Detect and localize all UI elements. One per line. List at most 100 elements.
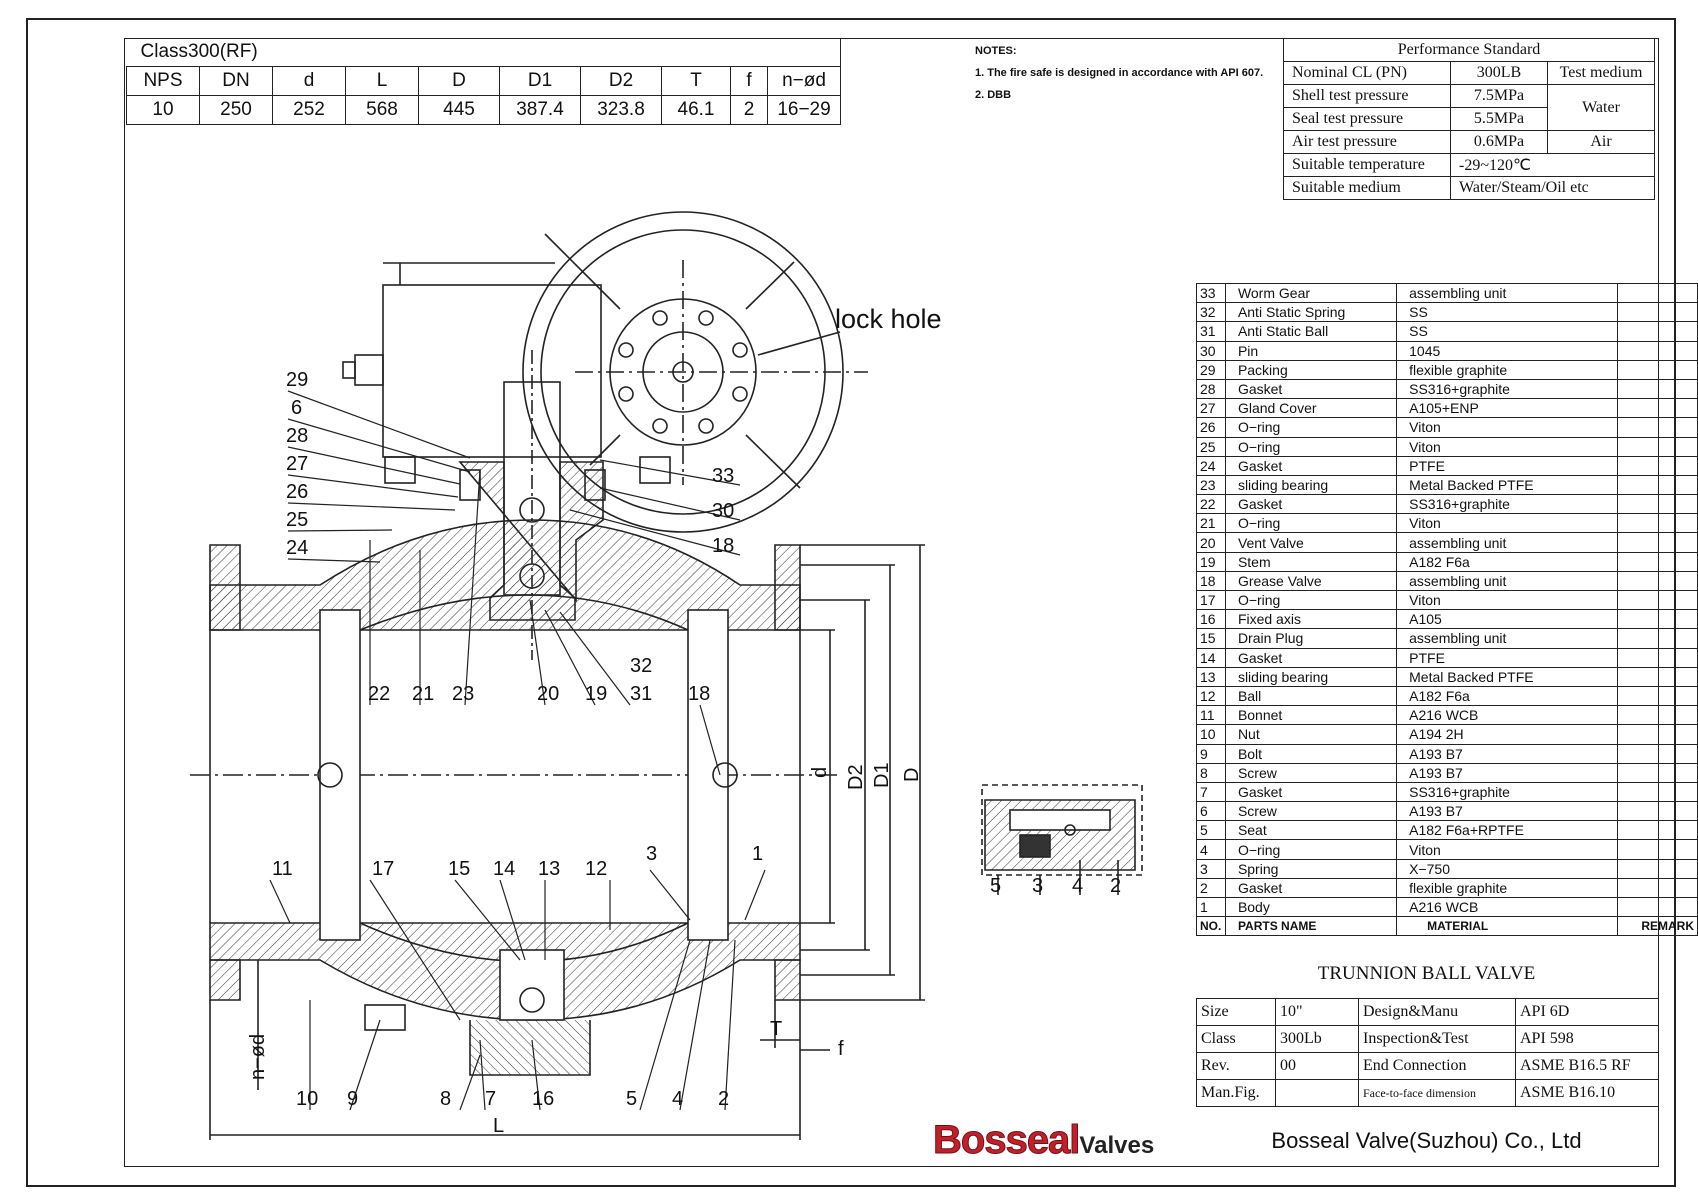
dim-f: f (838, 1038, 844, 1060)
valve-title: TRUNNION BALL VALVE (1317, 963, 1536, 984)
parts-name: Spring (1224, 858, 1398, 879)
parts-no: 32 (1196, 302, 1226, 323)
parts-material: SS (1396, 302, 1619, 323)
f2f-value: ASME B16.10 (1515, 1079, 1659, 1107)
parts-material: assembling unit (1396, 282, 1619, 304)
parts-remark (1617, 417, 1698, 438)
parts-name: Gasket (1224, 647, 1398, 668)
dim-l: L (493, 1115, 504, 1137)
parts-material: A182 F6a+RPTFE (1396, 820, 1619, 841)
parts-name: Gland Cover (1224, 398, 1398, 419)
parts-material: 1045 (1396, 340, 1619, 361)
parts-remark (1617, 340, 1698, 361)
parts-material: SS (1396, 321, 1619, 342)
callout-24: 24 (286, 537, 308, 559)
callout-2: 2 (718, 1088, 729, 1110)
perf-air: Air (1547, 130, 1655, 154)
parts-material: Viton (1396, 417, 1619, 438)
callout-26: 26 (286, 481, 308, 503)
parts-no: 28 (1196, 378, 1226, 400)
parts-header-no: NO. (1196, 916, 1226, 937)
col-l: L (345, 66, 419, 96)
notes: NOTES: 1. The fire safe is designed in a… (975, 40, 1263, 106)
dim-d1: D1 (871, 762, 893, 788)
lock-hole-label: lock hole (835, 304, 942, 334)
valve-body (190, 519, 840, 1076)
parts-name: Worm Gear (1224, 282, 1398, 304)
val-f: 2 (730, 95, 768, 125)
parts-material: A193 B7 (1396, 801, 1619, 822)
perf-medium-value: Water/Steam/Oil etc (1450, 176, 1655, 200)
parts-name: O−ring (1224, 436, 1398, 457)
note-2: 2. DBB (975, 89, 1012, 101)
design-label: Design&Manu (1358, 998, 1516, 1026)
parts-name: Vent Valve (1224, 532, 1398, 553)
callout-1: 1 (752, 843, 763, 865)
callout-11: 11 (272, 858, 293, 880)
perf-nominal-label: Nominal CL (PN) (1283, 61, 1451, 85)
parts-name: sliding bearing (1224, 666, 1398, 687)
parts-name: O−ring (1224, 513, 1398, 534)
callout-8: 8 (440, 1088, 451, 1110)
callout-25: 25 (286, 509, 308, 531)
rev-value: 00 (1275, 1052, 1359, 1080)
val-nps: 10 (126, 95, 200, 125)
callout-3: 3 (646, 843, 657, 865)
bosseal-logo: BossealValves (932, 1118, 1154, 1163)
col-f: f (730, 66, 768, 96)
parts-material: Metal Backed PTFE (1396, 666, 1619, 687)
callout-4: 4 (672, 1088, 683, 1110)
callout-33: 33 (712, 465, 734, 487)
callout-19: 19 (585, 683, 607, 705)
parts-remark (1617, 398, 1698, 419)
callout-29: 29 (286, 369, 308, 391)
end-label: End Connection (1358, 1052, 1516, 1080)
detail-3: 3 (1032, 875, 1043, 897)
dimension-lines (209, 544, 925, 1140)
parts-remark (1617, 474, 1698, 496)
callout-23: 23 (452, 683, 474, 705)
perf-medium-label: Suitable medium (1283, 176, 1451, 200)
dim-n-od: n−ød (247, 1034, 269, 1080)
perf-air-value: 0.6MPa (1450, 130, 1548, 154)
parts-no: 25 (1196, 436, 1226, 457)
col-d: d (272, 66, 346, 96)
dimension-value-row: 10 250 252 568 445 387.4 323.8 46.1 2 16… (126, 95, 841, 125)
perf-air-label: Air test pressure (1283, 130, 1451, 154)
callout-27: 27 (286, 453, 308, 475)
callout-18-mid: 18 (688, 683, 710, 705)
end-value: ASME B16.5 RF (1515, 1052, 1659, 1080)
parts-remark (1617, 282, 1698, 304)
parts-material: flexible graphite (1396, 877, 1619, 899)
worm-gearbox (342, 262, 602, 458)
col-d1: D1 (499, 66, 581, 96)
parts-name: Bonnet (1224, 705, 1398, 726)
callout-16: 16 (532, 1088, 554, 1110)
parts-material: Viton (1396, 589, 1619, 611)
detail-5: 5 (990, 875, 1001, 897)
callout-18-top: 18 (712, 535, 734, 557)
title-block-table: Size 10" Design&Manu API 6D Class 300Lb … (1196, 998, 1659, 1107)
parts-remark (1617, 359, 1698, 380)
callout-20: 20 (537, 683, 559, 705)
parts-no: 31 (1196, 321, 1226, 342)
parts-name: Gasket (1224, 455, 1398, 476)
inspection-value: API 598 (1515, 1025, 1659, 1053)
parts-material: Viton (1396, 513, 1619, 534)
callout-14: 14 (493, 858, 515, 880)
parts-remark (1617, 436, 1698, 457)
callout-9: 9 (347, 1088, 358, 1110)
col-d2: D2 (580, 66, 662, 96)
parts-name: Pin (1224, 340, 1398, 361)
